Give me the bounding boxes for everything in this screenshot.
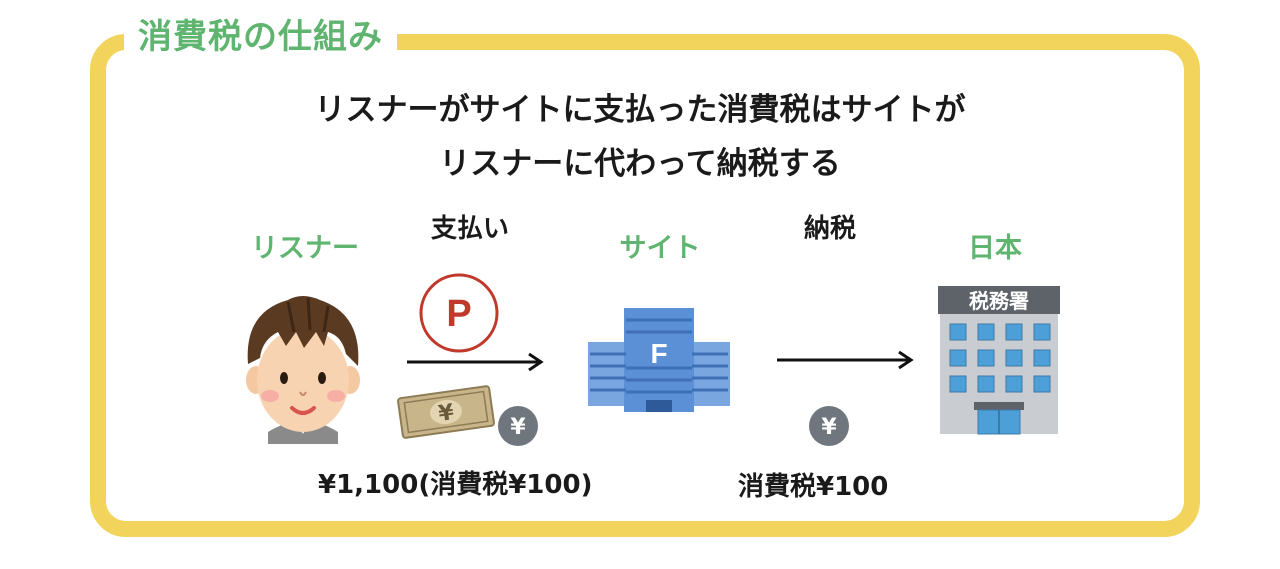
diagram-frame bbox=[90, 34, 1200, 537]
japan-label: 日本 bbox=[968, 233, 1022, 264]
site-label: サイト bbox=[619, 233, 701, 264]
listener-label: リスナー bbox=[251, 233, 359, 264]
tax-office-sign: 税務署 bbox=[969, 289, 1029, 313]
tax-amount: 消費税¥100 bbox=[738, 472, 889, 502]
listener-person-icon bbox=[246, 296, 360, 444]
payment-arrow bbox=[407, 352, 544, 372]
site-building-icon: F bbox=[588, 308, 730, 412]
diagram-title: 消費税の仕組み bbox=[124, 10, 397, 64]
yen-coin-icon: ¥ bbox=[498, 406, 538, 446]
tax-office-building-icon: 税務署 bbox=[938, 286, 1060, 435]
site-letter: F bbox=[650, 338, 667, 369]
headline-line-1: リスナーがサイトに支払った消費税はサイトが bbox=[314, 92, 966, 128]
headline-line-2: リスナーに代わって納税する bbox=[439, 146, 841, 182]
banknote-yen: ¥ bbox=[437, 400, 456, 427]
payment-label: 支払い bbox=[430, 214, 509, 244]
tax-payment-arrow bbox=[777, 350, 914, 370]
point-coin-icon: P bbox=[419, 273, 499, 353]
point-letter: P bbox=[446, 293, 471, 335]
payment-amount: ¥1,100(消費税¥100) bbox=[318, 470, 593, 500]
tax-yen-coin-icon: ¥ bbox=[809, 406, 849, 446]
tax-payment-label: 納税 bbox=[803, 214, 856, 244]
coin-yen-2: ¥ bbox=[821, 415, 837, 440]
coin-yen-1: ¥ bbox=[510, 415, 526, 440]
banknote-icon: ¥ bbox=[397, 385, 495, 439]
